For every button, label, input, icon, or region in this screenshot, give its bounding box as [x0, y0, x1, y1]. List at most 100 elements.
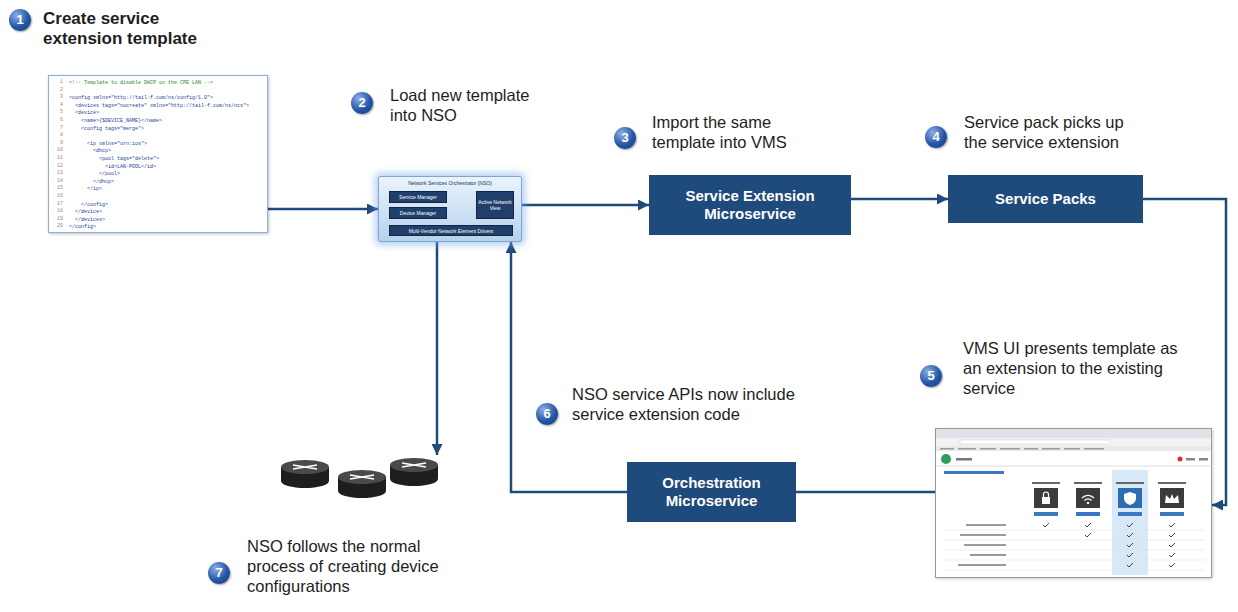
wifi-symbol — [1087, 502, 1089, 504]
box-label: Orchestration Microservice — [627, 474, 796, 510]
row-line — [944, 550, 1205, 551]
row-line — [944, 560, 1205, 561]
bundle-icon — [1160, 488, 1184, 508]
process-box: Service Packs — [948, 175, 1143, 223]
callout-number: 6 — [536, 403, 558, 425]
row-line — [944, 530, 1205, 531]
menu-item — [956, 458, 972, 461]
router-group — [281, 458, 438, 498]
line-number: 6 — [51, 117, 63, 123]
bundle-icon — [1076, 488, 1100, 508]
router-symbol — [338, 470, 386, 498]
line-number: 3 — [51, 94, 63, 100]
selected-column — [1112, 470, 1148, 575]
connector-group — [268, 199, 1226, 505]
check-marks — [1043, 523, 1175, 567]
code-line: <config tags="merge"> — [81, 126, 144, 132]
code-template-box: Create service extension template<!-- Te… — [48, 75, 268, 233]
callout-number: 3 — [614, 127, 636, 149]
code-line: </devices> — [75, 217, 105, 223]
flow-connector — [796, 491, 935, 494]
router-top — [338, 470, 386, 484]
crown-symbol — [1165, 494, 1179, 503]
divider — [937, 466, 1210, 467]
column-titles — [1032, 482, 1186, 484]
code-line: <devices tags="nocreate" xmlns="http://t… — [75, 103, 249, 109]
line-number: 16 — [51, 193, 63, 199]
callout-number: 1 — [9, 9, 31, 31]
column-title — [1158, 482, 1186, 484]
line-number: 8 — [51, 132, 63, 138]
line-number: 4 — [51, 102, 63, 108]
panel-title: Network Services Orchestrator (NSO) — [379, 180, 521, 186]
nso-panel: Network Services Orchestrator (NSO) Servi… — [378, 176, 522, 242]
column-title — [1074, 482, 1102, 484]
process-box: Service Extension Microservice — [649, 175, 851, 235]
bookmark — [1084, 448, 1104, 450]
column-title — [1116, 482, 1144, 484]
callout-number: 5 — [920, 365, 942, 387]
row-title — [970, 554, 1006, 556]
step-heading: NSO follows the normal process of creati… — [247, 536, 462, 596]
page-title-bar — [944, 471, 1004, 474]
box-label: Service Packs — [985, 190, 1106, 208]
lock-symbol — [1044, 492, 1049, 497]
router-top — [281, 460, 329, 474]
flow-connector — [268, 208, 378, 211]
row-line — [944, 540, 1205, 541]
router-base — [338, 484, 386, 498]
component-label: Active Network View — [477, 199, 513, 211]
router-top — [390, 458, 438, 472]
code-line: <dhcp> — [93, 148, 111, 154]
address-field — [960, 440, 1110, 444]
nso-component: Service Manager — [389, 191, 447, 203]
wifi-symbol — [1082, 495, 1094, 500]
router-arrows — [293, 465, 317, 469]
line-number: 20 — [51, 223, 63, 229]
nso-component: Device Manager — [389, 207, 447, 219]
line-number: 14 — [51, 178, 63, 184]
box-label: Service Extension Microservice — [649, 187, 851, 223]
row-title — [960, 534, 1006, 536]
step-caption: Import the same template into VMS — [652, 112, 822, 152]
callout-number: 4 — [925, 126, 947, 148]
component-label: Service Manager — [399, 194, 437, 200]
alert-dot — [1178, 457, 1183, 462]
row-line — [944, 570, 1205, 571]
bundle-icon — [1034, 488, 1058, 508]
column-title — [1032, 482, 1060, 484]
line-number: 7 — [51, 125, 63, 131]
lock-symbol — [1042, 497, 1050, 504]
code-line: </ip> — [87, 186, 102, 192]
code-line: <name>{$DEVICE_NAME}</name> — [81, 118, 162, 124]
line-number: 15 — [51, 185, 63, 191]
select-button — [1034, 512, 1058, 516]
callout-number: 7 — [208, 562, 230, 584]
code-line: </device> — [75, 209, 102, 215]
router-symbol — [281, 460, 329, 488]
bookmark — [980, 448, 996, 450]
code-line: <config xmlns="http://tail-f.com/ns/conf… — [69, 95, 213, 101]
process-box: Orchestration Microservice — [627, 462, 796, 522]
bookmark — [1064, 448, 1080, 450]
router-arrows — [402, 463, 426, 467]
nso-component: Active Network View — [476, 191, 514, 219]
code-line: <id>LAN-POOL</id> — [105, 164, 156, 170]
bookmark — [1042, 448, 1060, 450]
bookmark — [940, 448, 954, 450]
code-line: <device> — [75, 110, 99, 116]
row-titles — [958, 524, 1006, 566]
line-number: 9 — [51, 140, 63, 146]
flow-connector — [851, 198, 948, 201]
code-line: <!-- Template to disable DHCP on the CPE… — [69, 80, 213, 86]
tab-bar — [936, 429, 1211, 438]
select-button — [1118, 512, 1142, 516]
vms-ui-screenshot — [935, 428, 1212, 578]
step-caption: NSO service APIs now include service ext… — [572, 384, 822, 424]
router-arrows — [350, 475, 374, 479]
flow-connector — [511, 242, 627, 492]
step-caption: Load new template into NSO — [390, 85, 550, 125]
component-label: Device Manager — [400, 210, 436, 216]
row-title — [966, 524, 1006, 526]
step-heading: Create service extension template — [43, 9, 223, 49]
